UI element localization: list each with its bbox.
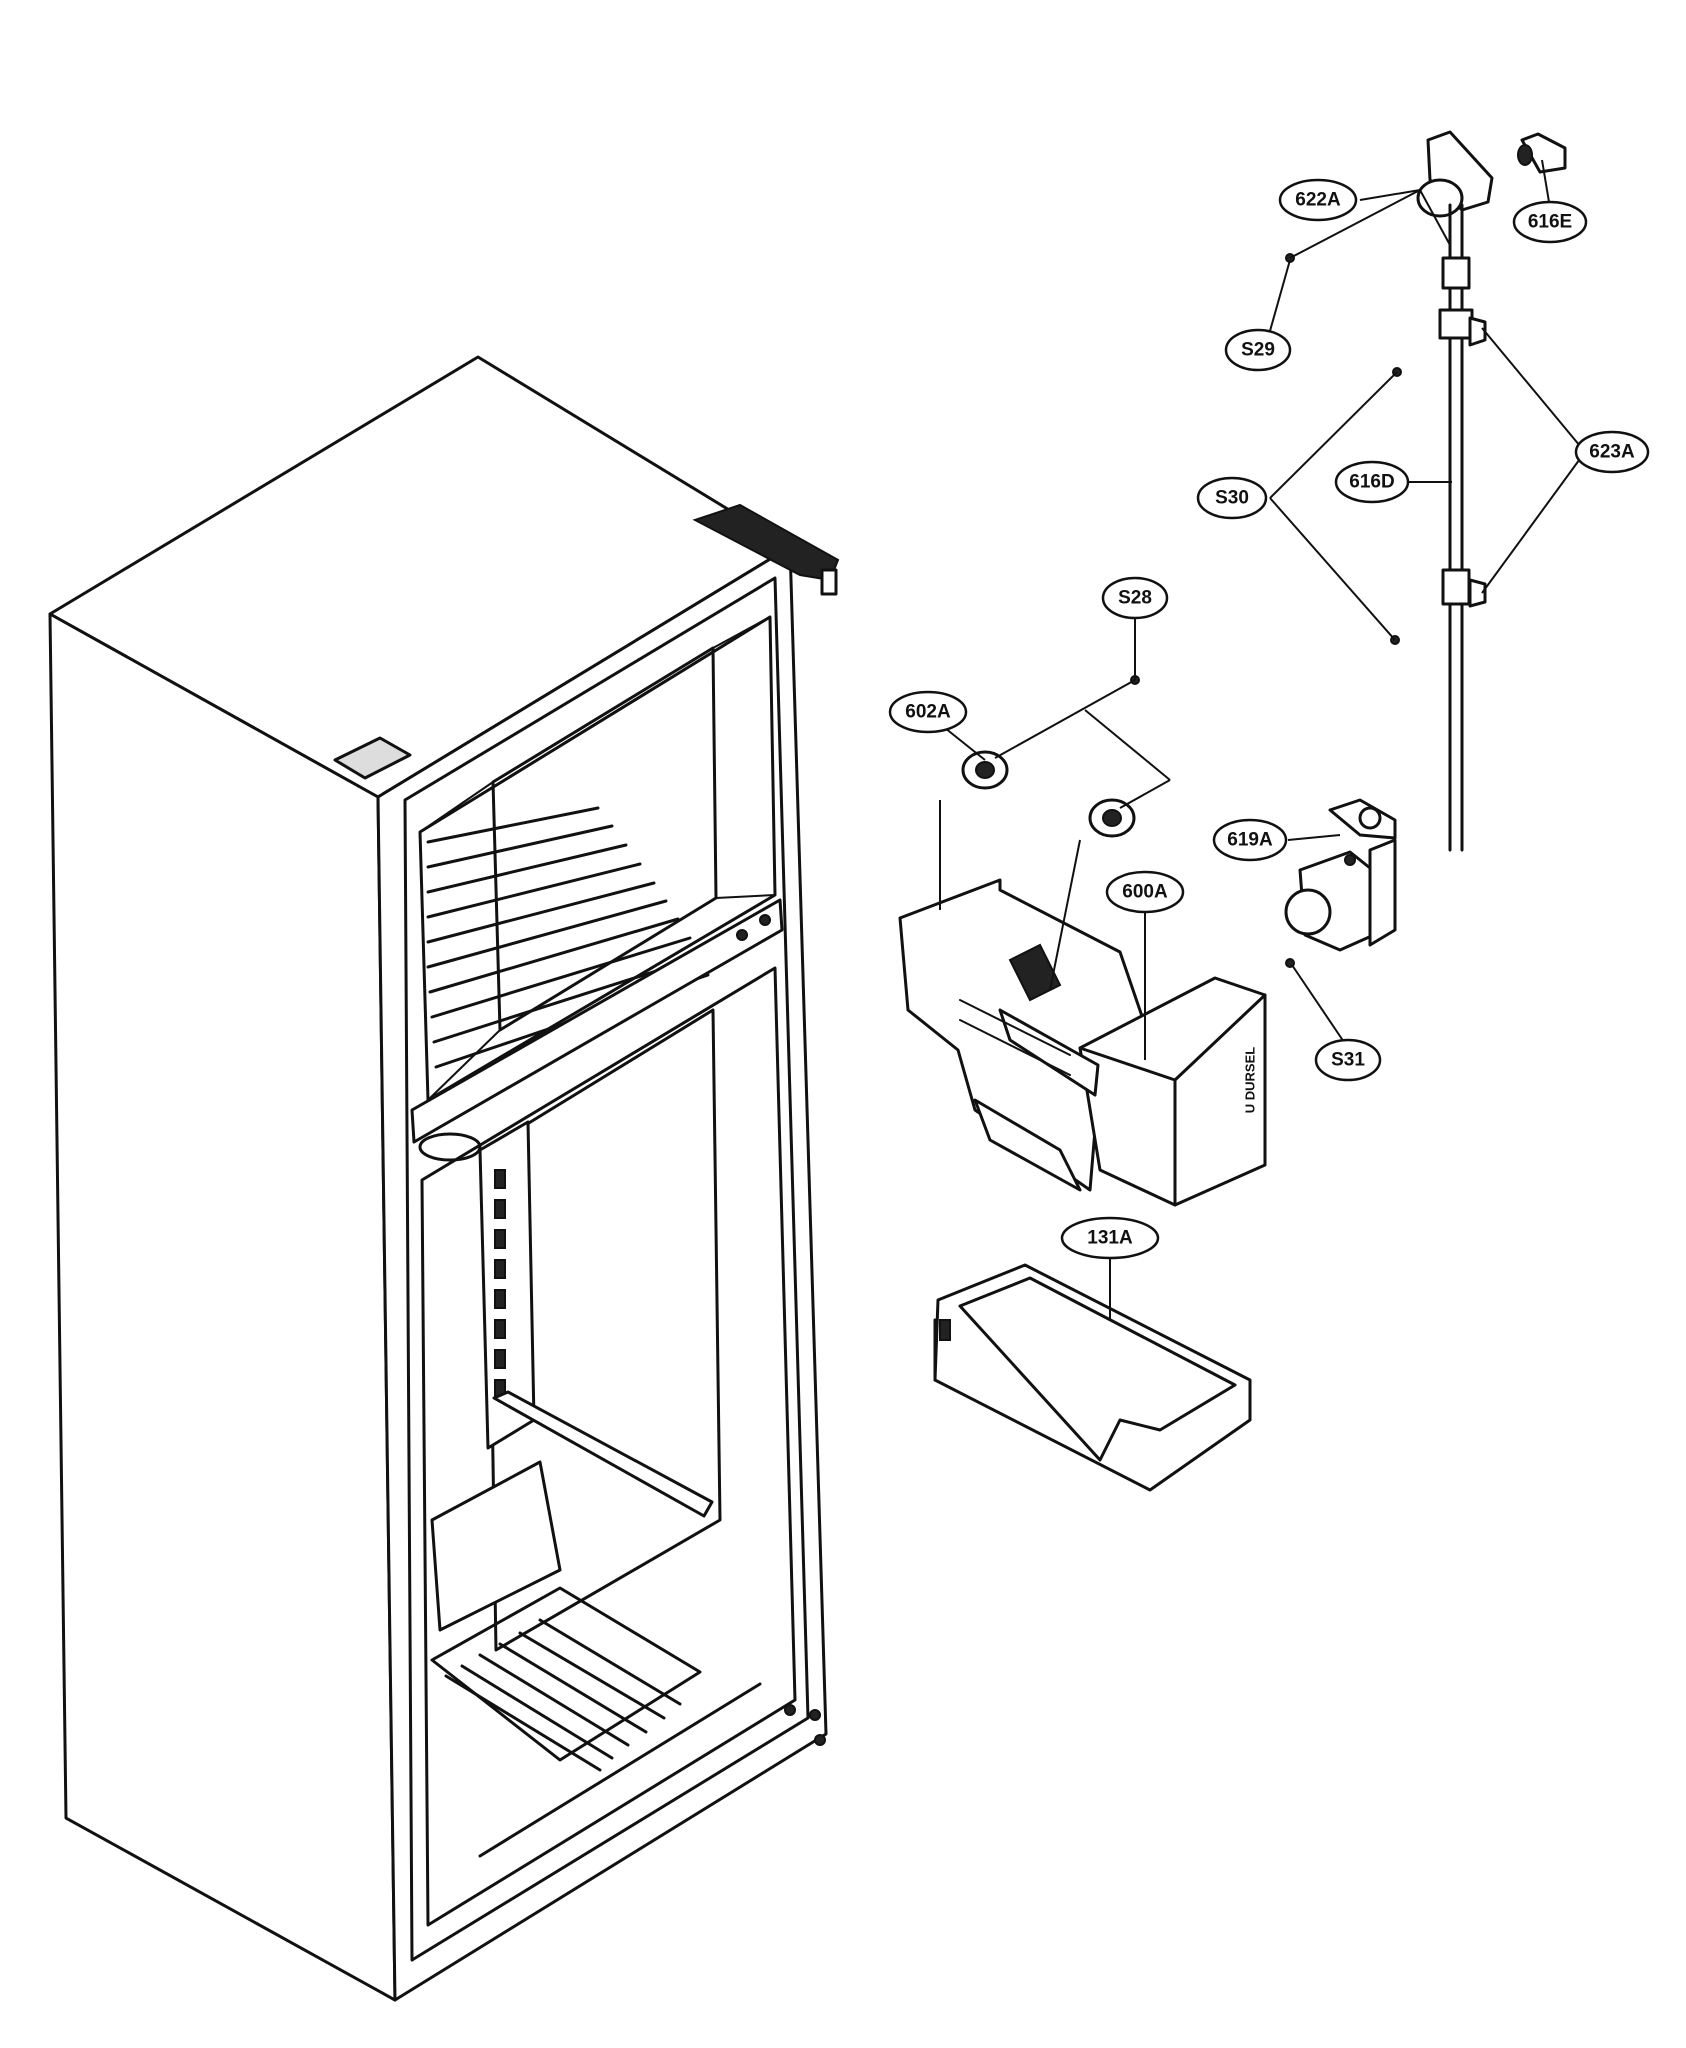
water-valve [1284, 798, 1397, 952]
ice-maker-assembly: U DURSEL [898, 878, 1267, 1207]
callout-600A-label: 600A [1122, 882, 1168, 903]
bottom-shelf [430, 1586, 702, 1772]
callout-S29: S29 [1224, 328, 1292, 372]
shelf-rail-slots [494, 1169, 506, 1399]
callout-623A-label: 623A [1589, 442, 1635, 463]
callout-622A: 622A [1278, 178, 1358, 222]
refrigerator-cabinet [48, 355, 840, 2002]
callout-S28-label: S28 [1118, 588, 1152, 609]
callout-616D-label: 616D [1349, 472, 1394, 493]
callout-S30-label: S30 [1215, 488, 1249, 509]
ice-bin [933, 1263, 1252, 1492]
callout-S31: S31 [1314, 1038, 1382, 1082]
callout-S31-label: S31 [1331, 1050, 1365, 1071]
callout-S28: S28 [1101, 576, 1169, 620]
callout-602A-label: 602A [905, 702, 951, 723]
callout-616E: 616E [1512, 200, 1588, 244]
callout-131A-label: 131A [1087, 1228, 1133, 1249]
leader-lines [939, 159, 1586, 1320]
callout-600A: 600A [1105, 870, 1185, 914]
ice-maker-label: U DURSEL [1243, 1047, 1258, 1114]
mounting-grommets [961, 750, 1136, 838]
callout-616E-label: 616E [1528, 212, 1572, 233]
callout-131A: 131A [1060, 1216, 1160, 1260]
fill-tube-assembly [1285, 130, 1567, 852]
callout-619A-label: 619A [1227, 830, 1273, 851]
callout-S29-label: S29 [1241, 340, 1275, 361]
callout-622A-label: 622A [1295, 190, 1341, 211]
callout-623A: 623A [1574, 430, 1650, 474]
callout-602A: 602A [888, 690, 968, 734]
callout-616D: 616D [1334, 460, 1410, 504]
callout-619A: 619A [1212, 818, 1288, 862]
callout-S30: S30 [1196, 476, 1268, 520]
